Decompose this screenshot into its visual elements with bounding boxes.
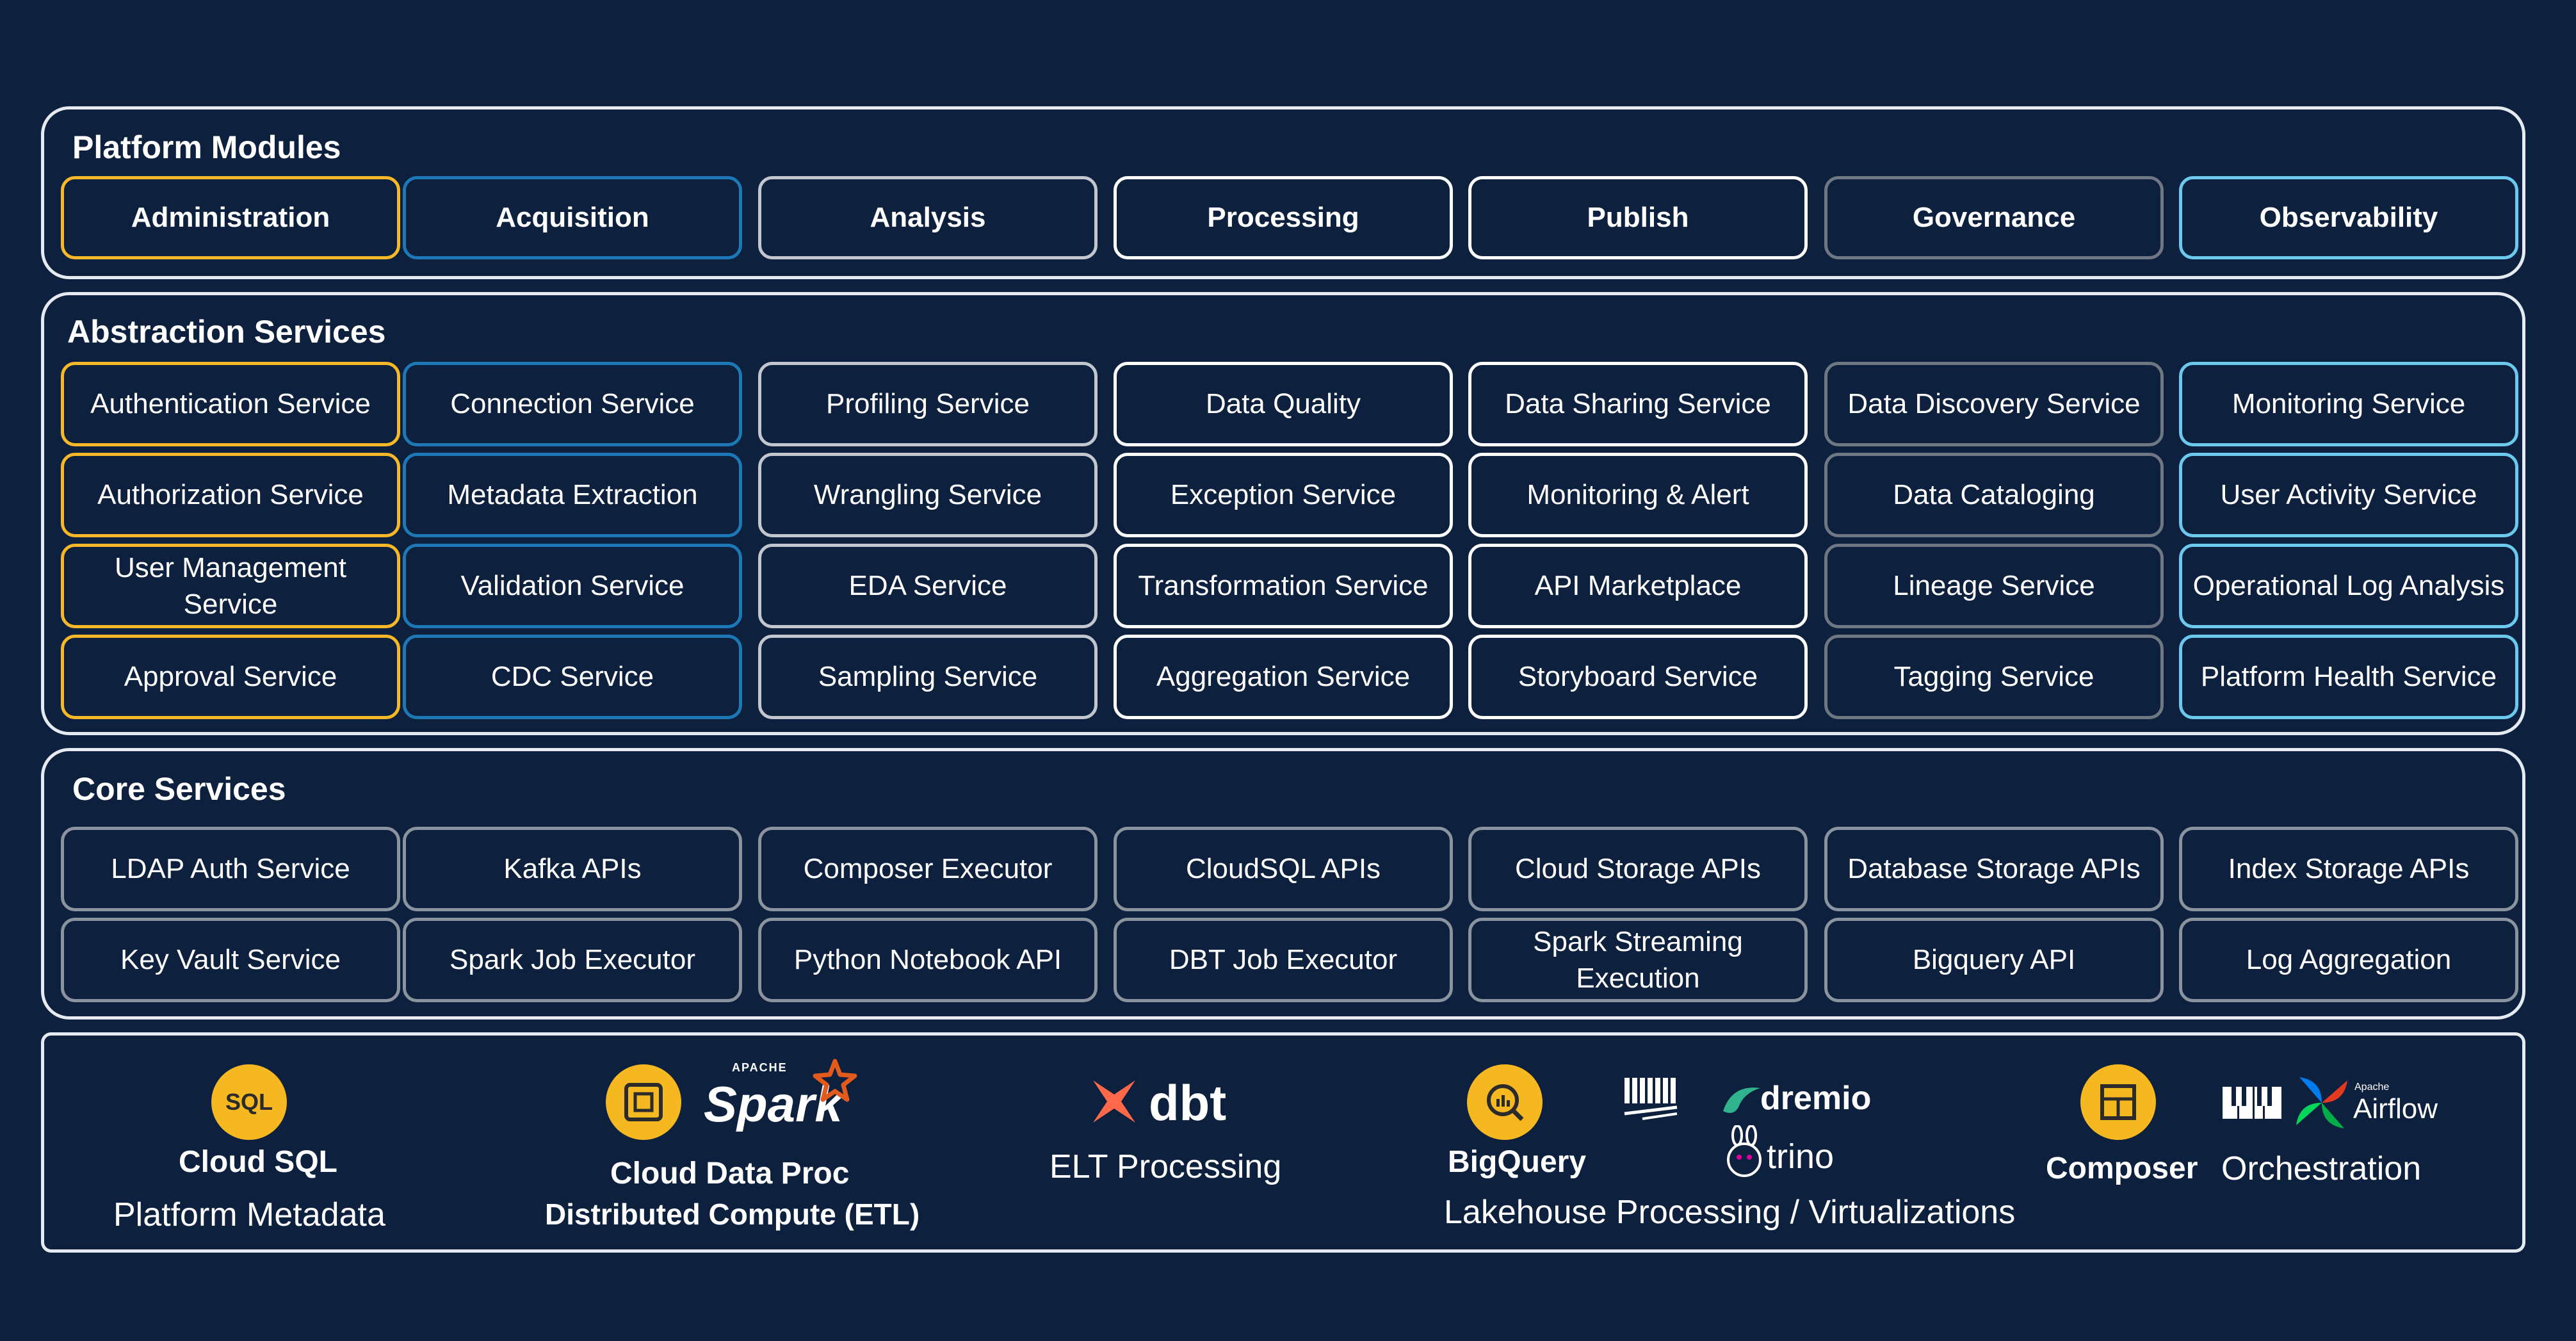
service-user-activity-service[interactable]: User Activity Service — [2179, 453, 2518, 537]
sql-database-icon: SQL — [211, 1064, 287, 1140]
core-cloud-storage-apis[interactable]: Cloud Storage APIs — [1468, 827, 1808, 911]
core-dbt-job-executor[interactable]: DBT Job Executor — [1114, 918, 1453, 1002]
service-profiling-service[interactable]: Profiling Service — [758, 362, 1098, 446]
core-cloudsql-apis[interactable]: CloudSQL APIs — [1114, 827, 1453, 911]
service-aggregation-service[interactable]: Aggregation Service — [1114, 635, 1453, 719]
bigquery-label: BigQuery — [1448, 1145, 1587, 1179]
service-cdc-service[interactable]: CDC Service — [403, 635, 742, 719]
composer-label: Composer — [2046, 1151, 2198, 1185]
bigquery-icon — [1467, 1064, 1543, 1140]
service-storyboard-service[interactable]: Storyboard Service — [1468, 635, 1808, 719]
airflow-label: Airflow — [2353, 1093, 2438, 1125]
composer-icon — [2080, 1064, 2156, 1140]
service-eda-service[interactable]: EDA Service — [758, 544, 1098, 628]
core-spark-streaming-execution[interactable]: Spark Streaming Execution — [1468, 918, 1808, 1002]
cloud-data-proc-caption: Distributed Compute (ETL) — [545, 1198, 920, 1231]
module-observability[interactable]: Observability — [2179, 176, 2518, 259]
core-spark-job-executor[interactable]: Spark Job Executor — [403, 918, 742, 1002]
service-api-marketplace[interactable]: API Marketplace — [1468, 544, 1808, 628]
service-data-sharing-service[interactable]: Data Sharing Service — [1468, 362, 1808, 446]
core-key-vault-service[interactable]: Key Vault Service — [61, 918, 400, 1002]
service-authentication-service[interactable]: Authentication Service — [61, 362, 400, 446]
core-log-aggregation[interactable]: Log Aggregation — [2179, 918, 2518, 1002]
trino-label: trino — [1767, 1137, 1835, 1176]
dataproc-icon — [606, 1064, 681, 1140]
airflow-logo-icon — [2296, 1077, 2347, 1128]
service-data-cataloging[interactable]: Data Cataloging — [1824, 453, 2164, 537]
module-analysis[interactable]: Analysis — [758, 176, 1098, 259]
service-metadata-extraction[interactable]: Metadata Extraction — [403, 453, 742, 537]
service-monitoring-service[interactable]: Monitoring Service — [2179, 362, 2518, 446]
module-acquisition[interactable]: Acquisition — [403, 176, 742, 259]
core-kafka-apis[interactable]: Kafka APIs — [403, 827, 742, 911]
module-administration[interactable]: Administration — [61, 176, 400, 259]
core-ldap-auth-service[interactable]: LDAP Auth Service — [61, 827, 400, 911]
service-lineage-service[interactable]: Lineage Service — [1824, 544, 2164, 628]
section-title-abstraction-services: Abstraction Services — [67, 314, 386, 350]
cloud-sql-label: Cloud SQL — [179, 1145, 337, 1179]
service-monitoring-and-alert[interactable]: Monitoring & Alert — [1468, 453, 1808, 537]
bigquery-caption: Lakehouse Processing / Virtualizations — [1444, 1194, 2016, 1231]
service-validation-service[interactable]: Validation Service — [403, 544, 742, 628]
abstraction-services-section: Abstraction Services Authentication Serv… — [41, 292, 2525, 735]
module-processing[interactable]: Processing — [1114, 176, 1453, 259]
composer-caption: Orchestration — [2221, 1150, 2422, 1187]
core-bigquery-api[interactable]: Bigquery API — [1824, 918, 2164, 1002]
service-exception-service[interactable]: Exception Service — [1114, 453, 1453, 537]
service-connection-service[interactable]: Connection Service — [403, 362, 742, 446]
module-publish[interactable]: Publish — [1468, 176, 1808, 259]
service-data-quality[interactable]: Data Quality — [1114, 362, 1453, 446]
presto-logo-icon — [1624, 1078, 1678, 1120]
airflow-apache-label: Apache — [2354, 1082, 2390, 1093]
core-composer-executor[interactable]: Composer Executor — [758, 827, 1098, 911]
module-governance[interactable]: Governance — [1824, 176, 2164, 259]
service-operational-log-analysis[interactable]: Operational Log Analysis — [2179, 544, 2518, 628]
core-index-storage-apis[interactable]: Index Storage APIs — [2179, 827, 2518, 911]
section-title-core-services: Core Services — [72, 771, 286, 807]
service-wrangling-service[interactable]: Wrangling Service — [758, 453, 1098, 537]
technology-section: SQL Cloud SQL Platform Metadata APACHE S… — [41, 1032, 2525, 1253]
trino-logo-icon — [1727, 1125, 1762, 1177]
service-authorization-service[interactable]: Authorization Service — [61, 453, 400, 537]
service-user-management-service[interactable]: User Management Service — [61, 544, 400, 628]
service-platform-health-service[interactable]: Platform Health Service — [2179, 635, 2518, 719]
spark-logo-icon: APACHE Spark — [704, 1059, 864, 1138]
cloud-data-proc-label: Cloud Data Proc — [610, 1157, 850, 1191]
service-tagging-service[interactable]: Tagging Service — [1824, 635, 2164, 719]
dremio-logo-icon — [1723, 1087, 1760, 1113]
section-title-platform-modules: Platform Modules — [72, 129, 341, 165]
cloud-sql-caption: Platform Metadata — [113, 1196, 385, 1233]
dbt-logo-icon — [1093, 1080, 1135, 1123]
service-approval-service[interactable]: Approval Service — [61, 635, 400, 719]
service-data-discovery-service[interactable]: Data Discovery Service — [1824, 362, 2164, 446]
piano-logo-icon — [2223, 1087, 2281, 1119]
core-python-notebook-api[interactable]: Python Notebook API — [758, 918, 1098, 1002]
service-sampling-service[interactable]: Sampling Service — [758, 635, 1098, 719]
dbt-label: dbt — [1149, 1075, 1227, 1131]
dremio-label: dremio — [1760, 1080, 1872, 1117]
core-database-storage-apis[interactable]: Database Storage APIs — [1824, 827, 2164, 911]
service-transformation-service[interactable]: Transformation Service — [1114, 544, 1453, 628]
dbt-caption: ELT Processing — [1049, 1148, 1282, 1185]
